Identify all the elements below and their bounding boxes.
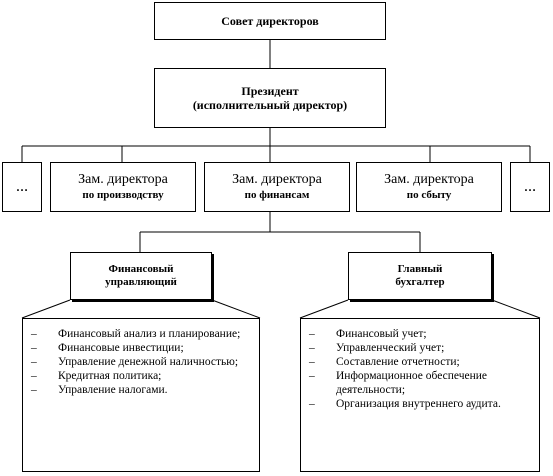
chief-accountant-line1: Главный [397, 262, 443, 275]
president-box: Президент (исполнительный директор) [154, 68, 386, 128]
finance-manager-box: Финансовый управляющий [70, 252, 212, 300]
list-item: Финансовый анализ и планирование; [31, 327, 253, 341]
board-label: Совет директоров [221, 13, 319, 28]
finance-manager-duties-box: Финансовый анализ и планирование; Финанс… [22, 318, 260, 472]
list-item: Организация внутреннего аудита. [309, 397, 533, 411]
deputy-sales-area: по сбыту [406, 188, 452, 201]
list-item: Управленческий учет; [309, 341, 533, 355]
deputy-production-box: Зам. директора по производству [50, 162, 196, 212]
deputy-production-title: Зам. директора [78, 172, 168, 187]
chief-accountant-duties-box: Финансовый учет; Управленческий учет; Со… [300, 318, 540, 472]
list-item: Финансовые инвестиции; [31, 341, 253, 355]
deputy-finance-box: Зам. директора по финансам [204, 162, 350, 212]
list-item: Управление денежной наличностью; [31, 355, 253, 369]
ellipsis-right: … [524, 179, 536, 194]
deputy-sales-title: Зам. директора [384, 172, 474, 187]
chief-accountant-line2: бухгалтер [395, 276, 445, 288]
chief-accountant-box: Главный бухгалтер [348, 252, 492, 300]
list-item: Кредитная политика; [31, 369, 253, 383]
list-item: Управление налогами. [31, 383, 253, 397]
chief-accountant-duties-list: Финансовый учет; Управленческий учет; Со… [309, 327, 533, 411]
president-title: Президент [241, 83, 299, 98]
president-subtitle: (исполнительный директор) [192, 98, 348, 112]
ellipsis-box-left: … [2, 162, 42, 212]
list-item: Информационное обеспечение деятельности; [309, 369, 533, 397]
deputy-finance-area: по финансам [244, 188, 310, 201]
finance-manager-line2: управляющий [105, 276, 177, 288]
finance-manager-duties-list: Финансовый анализ и планирование; Финанс… [31, 327, 253, 397]
list-item: Составление отчетности; [309, 355, 533, 369]
finance-manager-line1: Финансовый [108, 262, 174, 275]
deputy-sales-box: Зам. директора по сбыту [356, 162, 502, 212]
deputy-production-area: по производству [82, 188, 164, 201]
deputy-finance-title: Зам. директора [232, 172, 322, 187]
ellipsis-left: … [16, 179, 28, 194]
list-item: Финансовый учет; [309, 327, 533, 341]
ellipsis-box-right: … [510, 162, 550, 212]
board-of-directors-box: Совет директоров [154, 2, 386, 40]
